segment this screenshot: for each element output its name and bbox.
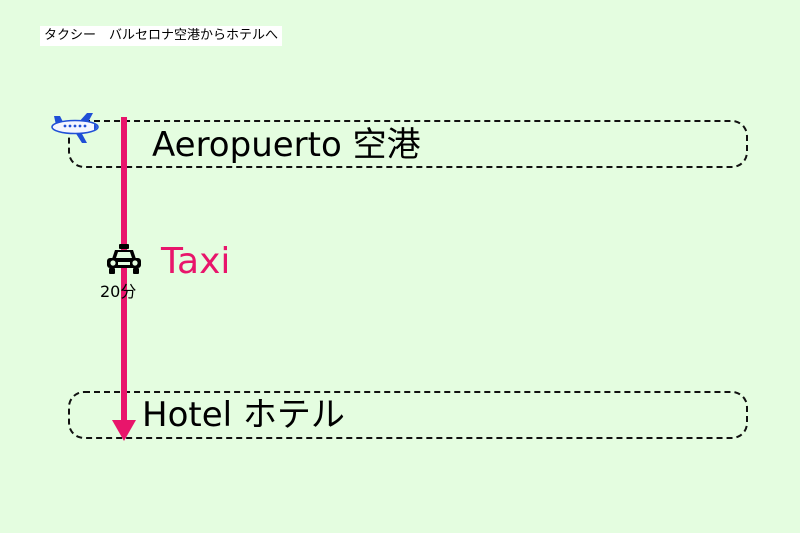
duration-label: 20分 bbox=[100, 282, 137, 301]
origin-label: Aeropuerto 空港 bbox=[152, 125, 421, 165]
route-arrowhead bbox=[112, 420, 136, 441]
taxi-icon bbox=[107, 244, 141, 274]
airplane-icon bbox=[51, 113, 99, 143]
transport-mode-label: Taxi bbox=[161, 241, 231, 282]
destination-label: Hotel ホテル bbox=[142, 395, 345, 435]
destination-stop-box bbox=[68, 391, 748, 439]
origin-stop-box bbox=[68, 120, 748, 168]
diagram-title: タクシー バルセロナ空港からホテルへ bbox=[40, 26, 283, 46]
